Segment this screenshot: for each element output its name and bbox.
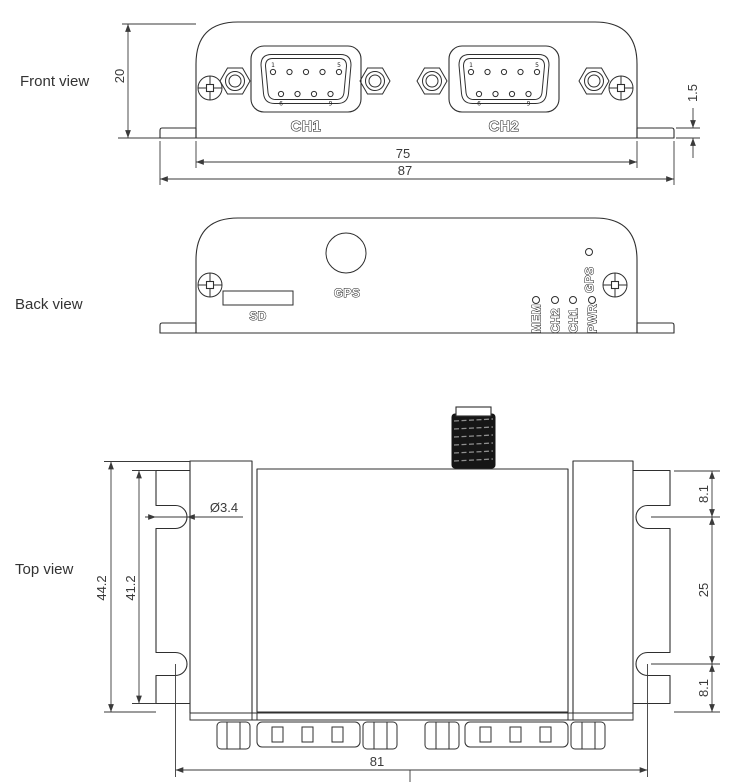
db9-connector-ch1: 1 5 6 9 CH1	[250, 45, 362, 136]
top-front-rim	[189, 712, 634, 721]
led-dot-icon	[585, 248, 593, 256]
dim-3.4-text: Ø3.4	[210, 500, 238, 515]
screw-icon	[608, 75, 634, 101]
led-label: GPS	[583, 267, 597, 293]
led-indicator-pwr: PWR	[585, 296, 600, 333]
front-left-flange	[159, 127, 197, 139]
back-left-flange	[159, 322, 197, 334]
jack-screw-standoff	[570, 721, 606, 750]
hex-standoff-icon	[578, 67, 610, 95]
dim-8.1-bottom-text: 8.1	[696, 679, 711, 697]
top-view: Top view	[15, 406, 720, 782]
top-view-label: Top view	[15, 561, 74, 578]
screw-icon	[197, 75, 223, 101]
pin-number: 9	[329, 101, 333, 108]
led-label: CH1	[567, 308, 581, 333]
dim-41.2-text: 41.2	[123, 575, 138, 600]
ch2-label: CH2	[489, 119, 520, 135]
led-label: MEM	[530, 304, 544, 333]
led-label: PWR	[586, 304, 600, 333]
front-view-label: Front view	[20, 73, 89, 90]
db9-connector-ch2: 1 5 6 9 CH2	[448, 45, 560, 136]
led-indicator-ch1: CH1	[566, 296, 581, 333]
back-body-outline	[195, 217, 638, 334]
sd-slot-label: SD	[249, 309, 266, 323]
sma-antenna-connector	[451, 406, 496, 469]
front-body-outline	[195, 21, 638, 139]
dimension-flange-1.5: 1.5	[676, 84, 700, 158]
led-indicator-ch2: CH2	[548, 296, 563, 333]
led-label: CH2	[549, 308, 563, 333]
pin-number: 6	[279, 101, 283, 108]
antenna-cap	[455, 406, 492, 417]
dimension-mounting-distance-81: 81	[175, 664, 648, 782]
back-view: Back view GPS SD MEM	[15, 217, 675, 334]
led-dot-icon	[532, 296, 540, 304]
dim-25-text: 25	[696, 583, 711, 597]
db9-connector-top	[256, 721, 361, 748]
front-right-flange	[636, 127, 675, 139]
gps-antenna-port: GPS	[325, 232, 367, 300]
front-view: Front view	[20, 21, 700, 185]
dimension-height-20: 20	[112, 23, 196, 139]
jack-screw-standoff	[362, 721, 398, 750]
top-right-mounting-flange	[632, 469, 671, 705]
dimension-slot-diameter-3.4: Ø3.4	[145, 500, 243, 520]
ch1-label: CH1	[291, 119, 322, 135]
dim-87-text: 87	[398, 163, 412, 178]
top-right-panel	[572, 460, 634, 714]
top-left-panel	[189, 460, 253, 714]
db9-connector-top	[464, 721, 569, 748]
led-indicator-gps: GPS	[582, 248, 597, 293]
hex-standoff-icon	[219, 67, 251, 95]
dim-75-text: 75	[396, 146, 410, 161]
top-left-mounting-flange	[155, 469, 191, 705]
screw-icon	[602, 272, 628, 298]
hex-standoff-icon	[416, 67, 448, 95]
jack-screw-standoff	[424, 721, 460, 750]
led-dot-icon	[551, 296, 559, 304]
jack-screw-standoff	[216, 721, 251, 750]
back-view-label: Back view	[15, 296, 83, 313]
sd-card-slot: SD	[222, 290, 294, 323]
top-center-panel	[256, 468, 569, 713]
dimension-overall-width-87: 87	[159, 141, 675, 185]
dimension-slot-offsets-right: 8.1 25 8.1	[651, 470, 720, 713]
back-right-flange	[636, 322, 675, 334]
db9-pins	[269, 68, 343, 98]
dim-8.1-top-text: 8.1	[696, 485, 711, 503]
dim-1.5-text: 1.5	[685, 84, 700, 102]
screw-icon	[197, 272, 223, 298]
led-indicator-mem: MEM	[529, 296, 544, 333]
pin-number: 5	[337, 62, 341, 69]
pin-number: 6	[477, 101, 481, 108]
gps-port-label: GPS	[334, 286, 360, 300]
pin-number: 9	[527, 101, 531, 108]
led-dot-icon	[569, 296, 577, 304]
dim-44.2-text: 44.2	[94, 575, 109, 600]
dimension-flange-length-41.2: 41.2	[123, 470, 156, 704]
pin-number: 1	[469, 62, 473, 69]
pin-number: 1	[271, 62, 275, 69]
db9-pins	[467, 68, 541, 98]
pin-number: 5	[535, 62, 539, 69]
hex-standoff-icon	[359, 67, 391, 95]
top-connector-row	[216, 721, 606, 750]
dim-20-text: 20	[112, 69, 127, 83]
led-dot-icon	[588, 296, 596, 304]
dim-81-text: 81	[370, 754, 384, 769]
dimension-overall-depth-44.2: 44.2	[94, 461, 190, 713]
dimension-body-width-75: 75	[195, 141, 638, 168]
